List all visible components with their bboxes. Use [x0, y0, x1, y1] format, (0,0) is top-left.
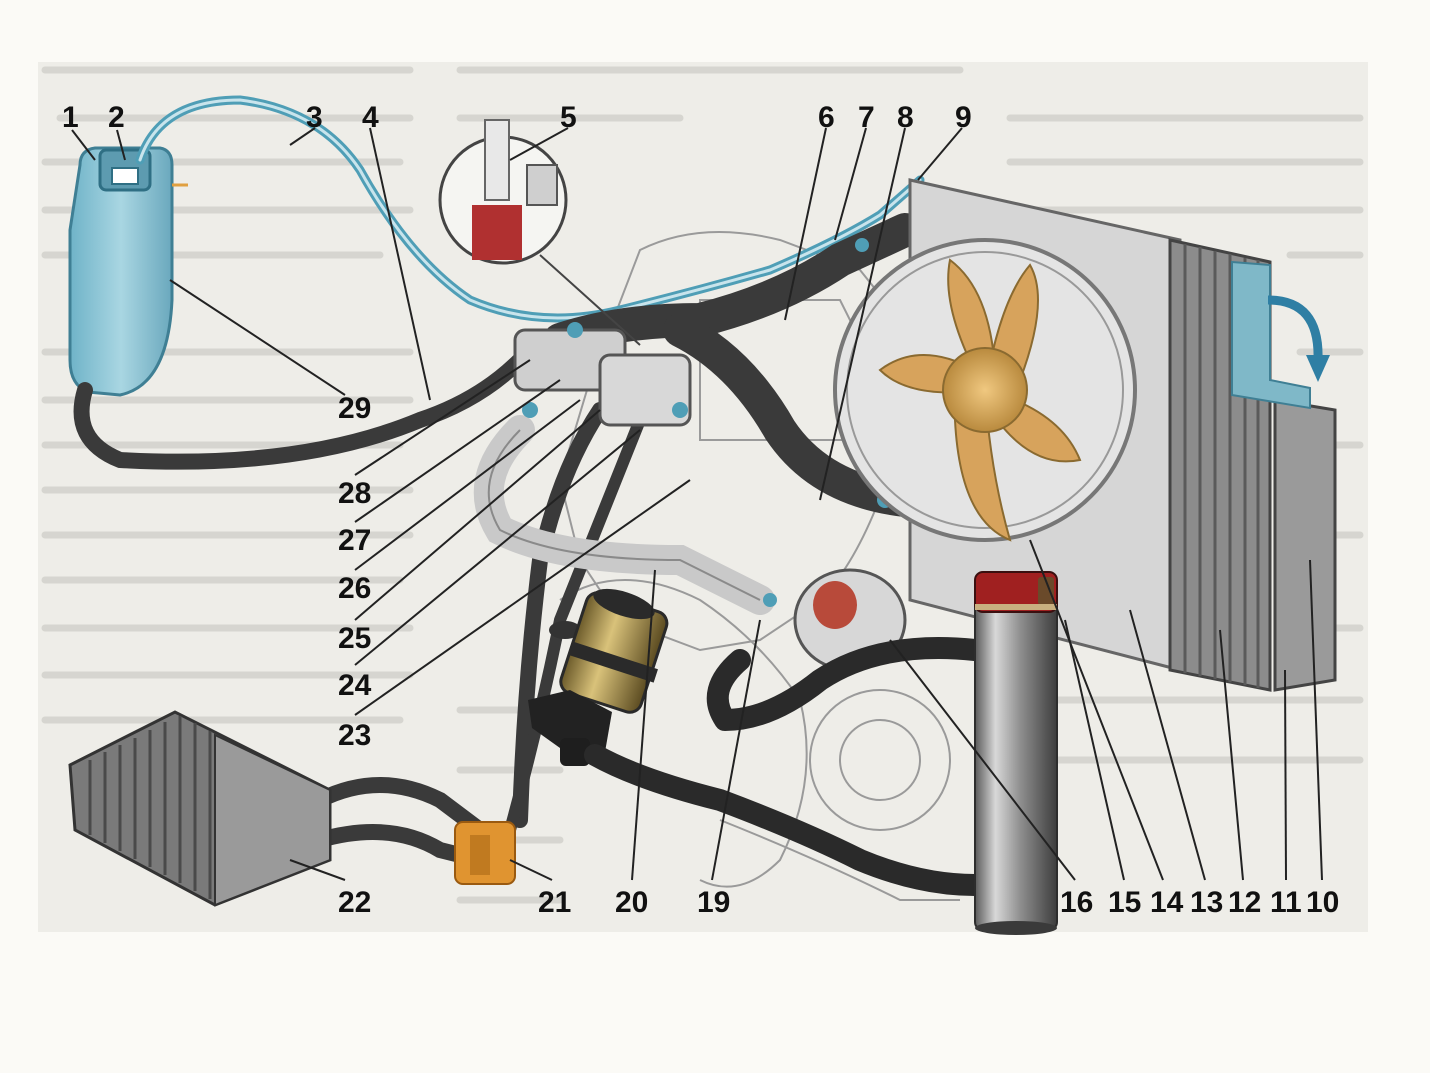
lower-radiator-hose: [663, 313, 922, 517]
heater-return-hose: [504, 414, 646, 836]
callout-3: 3: [306, 101, 323, 134]
fan-hub: [942, 347, 1028, 433]
tank-return-hose: [73, 352, 528, 470]
callout-7: 7: [858, 101, 875, 134]
callout-6: 6: [818, 101, 835, 134]
callout-29: 29: [338, 392, 371, 425]
heater-valve: [454, 821, 516, 885]
cylinder-loop-hose: [706, 637, 986, 731]
callout-25: 25: [338, 622, 371, 655]
added-hoses: [584, 637, 986, 896]
callout-5: 5: [560, 101, 577, 134]
callout-10: 10: [1306, 886, 1339, 919]
callout-1: 1: [62, 101, 79, 134]
callout-21: 21: [538, 886, 571, 919]
radiator-cutaway: [1231, 260, 1311, 410]
callout-27: 27: [338, 524, 371, 557]
callout-11: 11: [1270, 886, 1302, 919]
thermostat-housing: [513, 238, 893, 607]
heater-supply-hose: [512, 402, 608, 828]
callout-9: 9: [955, 101, 972, 134]
electric-pump: [528, 588, 669, 766]
expansion-tank: [68, 146, 188, 397]
cooling-fan: [833, 238, 1137, 542]
cylinder-cap: [974, 571, 1058, 613]
callout-20: 20: [615, 886, 648, 919]
callout-26: 26: [338, 572, 371, 605]
callout-23: 23: [338, 719, 371, 752]
callout-24: 24: [338, 669, 372, 702]
callout-15: 15: [1108, 886, 1141, 919]
callout-28: 28: [338, 477, 371, 510]
heater-inlet-pipes: [312, 777, 488, 838]
callout-numbers: 1 2 3 4 5 6 7 8 9 10 11 12 13 14 15 16 1…: [62, 101, 1339, 919]
callout-12: 12: [1228, 886, 1261, 919]
callout-8: 8: [897, 101, 914, 134]
callout-19: 19: [697, 886, 730, 919]
callout-22: 22: [338, 886, 371, 919]
callout-13: 13: [1190, 886, 1223, 919]
callout-14: 14: [1150, 886, 1184, 919]
pump-to-cylinder-hose: [584, 744, 986, 896]
heater-core: [68, 710, 332, 907]
curved-arrow-icon: [1267, 295, 1323, 361]
radiator-tank: [1273, 398, 1337, 692]
callout-16: 16: [1060, 886, 1093, 919]
thermostat-detail-inset: [438, 119, 641, 346]
pump-inlet: [528, 690, 612, 752]
electric-heater-cylinder: [974, 571, 1058, 935]
callout-4: 4: [362, 101, 379, 134]
leader-lines: [71, 127, 1323, 881]
callout-2: 2: [108, 101, 125, 134]
